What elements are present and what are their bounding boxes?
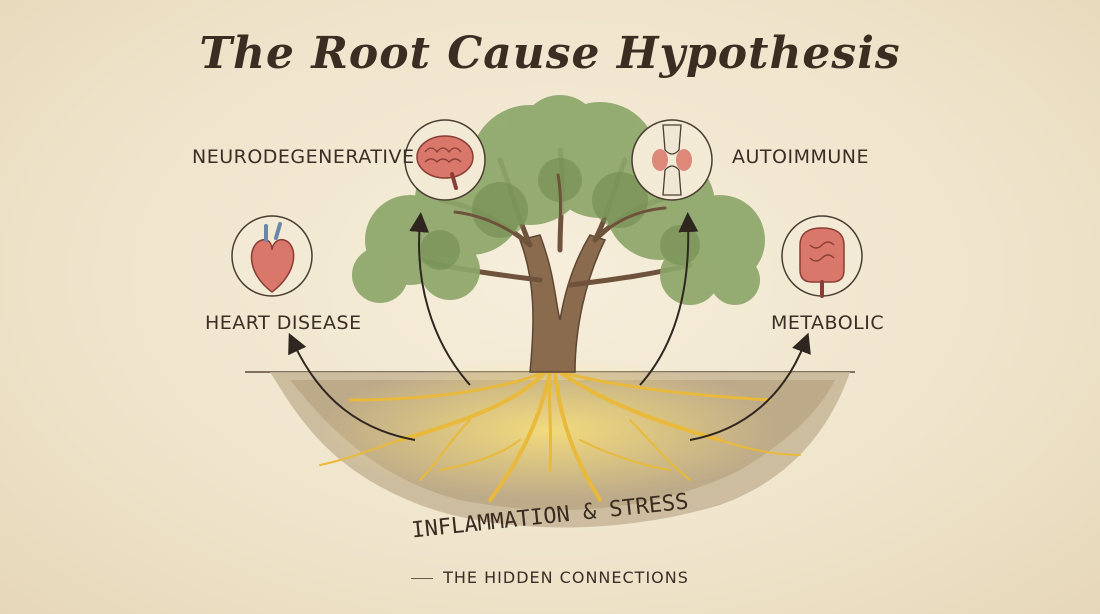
joint-icon (631, 119, 713, 201)
brain-icon (404, 119, 486, 201)
connection-arrows (288, 212, 811, 441)
intestine-icon (781, 215, 863, 298)
label-autoimmune: AUTOIMMUNE (732, 146, 869, 168)
arrow-to-heart (288, 332, 416, 441)
arrow-to-metabolic (689, 332, 811, 441)
label-metabolic: METABOLIC (771, 312, 885, 334)
label-heart-disease: HEART DISEASE (205, 312, 362, 334)
footer-caption: THE HIDDEN CONNECTIONS (0, 568, 1100, 587)
roots (319, 370, 801, 502)
label-neurodegenerative: NEURODEGENERATIVE (192, 146, 415, 168)
footer-text: THE HIDDEN CONNECTIONS (443, 568, 689, 587)
page-title: The Root Cause Hypothesis (199, 28, 901, 79)
heart-icon (231, 215, 313, 297)
footer-dash (411, 578, 434, 579)
arrow-to-auto (639, 212, 699, 386)
arrow-to-neuro (409, 212, 471, 386)
